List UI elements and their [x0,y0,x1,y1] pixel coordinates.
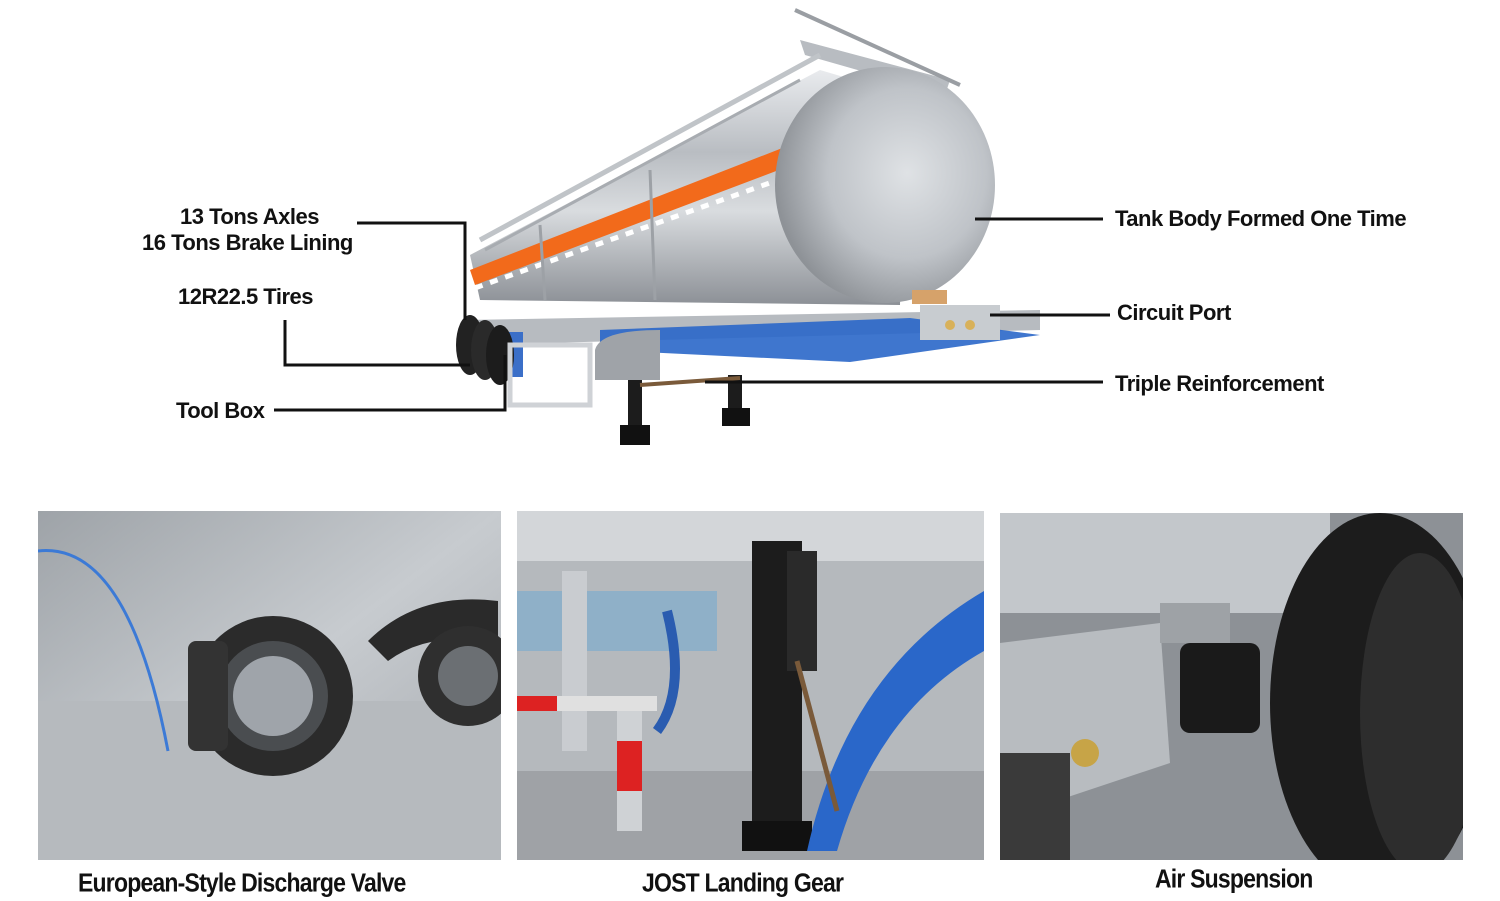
callout-tank-body: Tank Body Formed One Time [1115,206,1407,231]
caption-discharge-valve: European-Style Discharge Valve [78,868,406,898]
callout-tires: 12R22.5 Tires [178,284,313,309]
discharge-valve-photo [38,511,501,860]
caption-landing-gear: JOST Landing Gear [642,868,844,898]
callout-brake-lining: 16 Tons Brake Lining [142,230,353,255]
caption-air-suspension: Air Suspension [1155,864,1313,894]
landing-gear-photo [517,511,984,860]
callout-axles: 13 Tons Axles [180,204,320,229]
tank-end-cap [775,67,995,303]
air-suspension-photo [1000,513,1463,860]
callout-circuit-port: Circuit Port [1117,300,1231,325]
callout-tool-box: Tool Box [176,398,265,423]
callout-triple-reinforcement: Triple Reinforcement [1115,371,1324,396]
tanker-trailer-photo [456,8,1040,445]
orange-stripe [470,145,792,285]
